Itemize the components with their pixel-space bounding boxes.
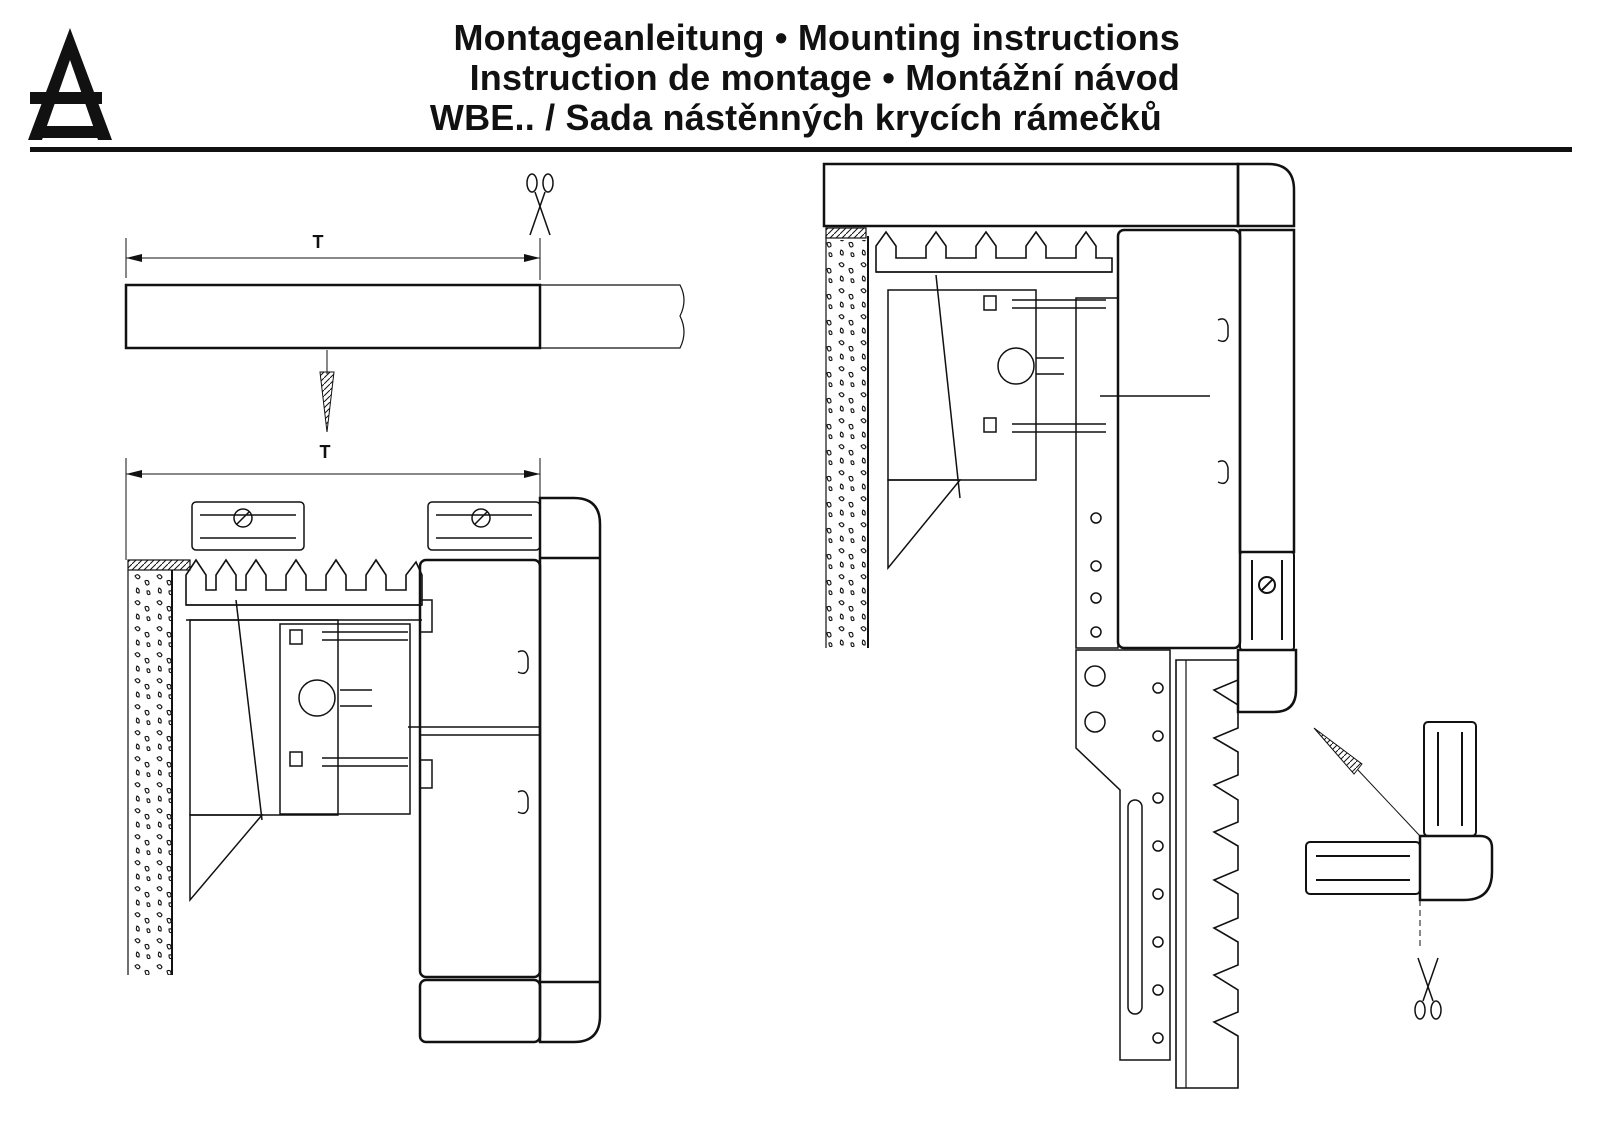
company-logo xyxy=(28,28,112,140)
title-line-1: Montageanleitung • Mounting instructions xyxy=(453,17,1180,58)
dimension-label-bottom: T xyxy=(320,442,331,462)
dimension-top xyxy=(125,238,541,280)
title-line-3: WBE.. / Sada nástěnných krycích rámečků xyxy=(429,97,1162,138)
dimension-label-top: T xyxy=(313,232,324,252)
arrow-diagonal-icon xyxy=(1313,727,1421,837)
right-assembly xyxy=(822,162,1494,1089)
title-line-2: Instruction de montage • Montážní návod xyxy=(469,57,1180,98)
arrow-down-icon xyxy=(319,350,335,433)
header-divider xyxy=(30,147,1572,152)
scissors-icon xyxy=(526,173,554,236)
left-assembly: T T xyxy=(124,173,685,1044)
dimension-bottom xyxy=(125,458,541,560)
scissors-bottom-icon xyxy=(1414,957,1442,1020)
page-title: Montageanleitung • Mounting instructions… xyxy=(300,18,1200,138)
